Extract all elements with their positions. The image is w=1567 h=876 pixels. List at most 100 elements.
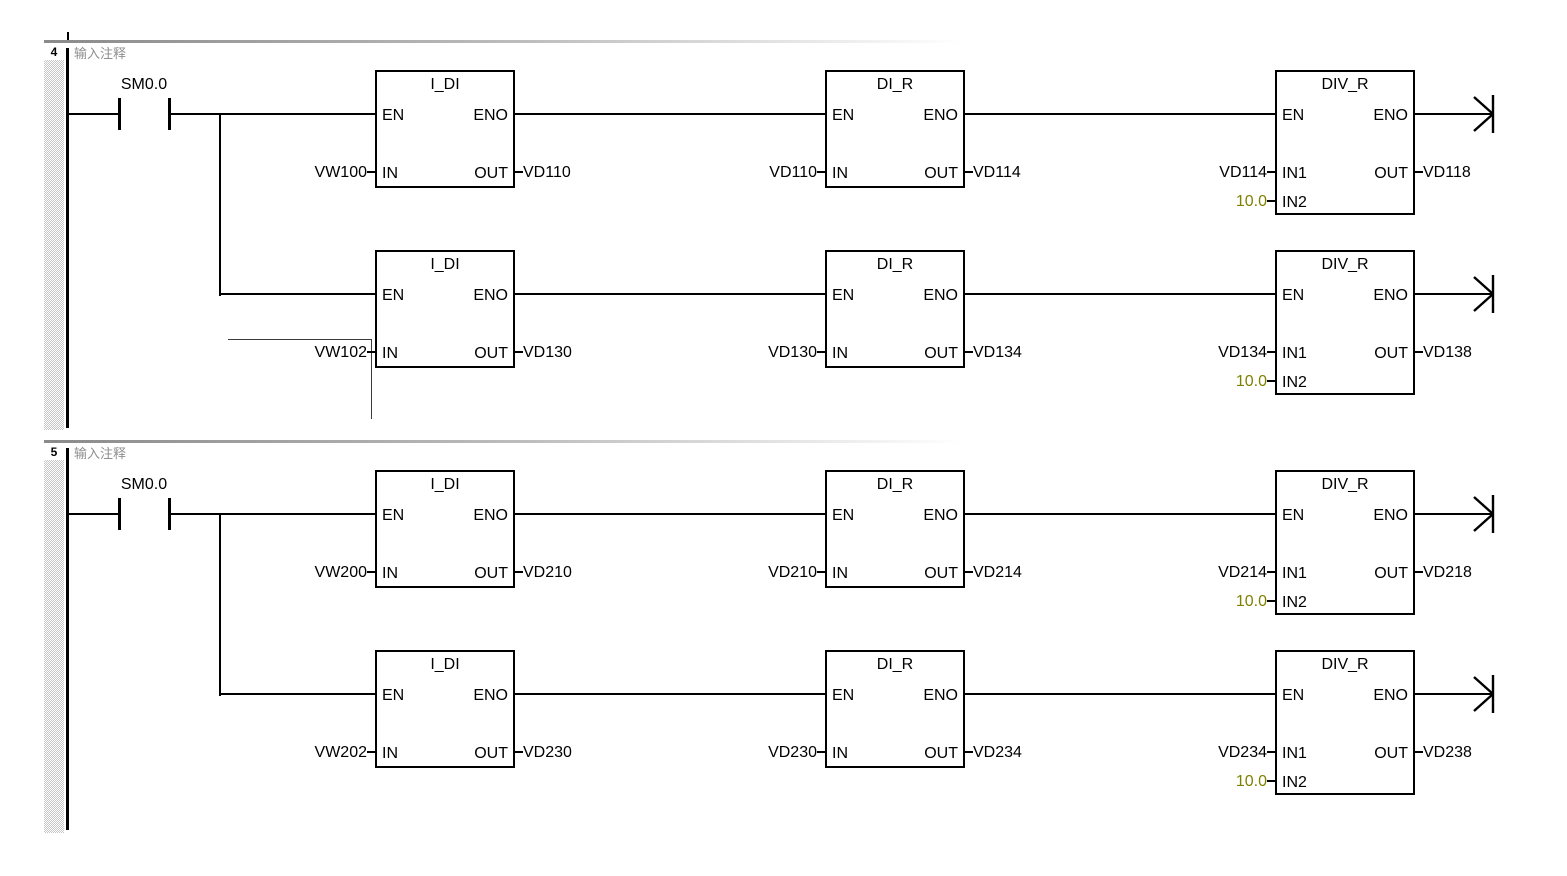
wire bbox=[219, 293, 377, 295]
operand-out[interactable]: VD210 bbox=[523, 564, 572, 581]
operand-in1[interactable]: VD134 bbox=[1218, 344, 1267, 361]
operand-in2-constant[interactable]: 10.0 bbox=[1235, 773, 1267, 790]
operand-in[interactable]: VW202 bbox=[314, 744, 367, 761]
network-number[interactable]: 5 bbox=[44, 444, 64, 460]
operand-out[interactable]: VD218 bbox=[1423, 564, 1472, 581]
pin-en: EN bbox=[832, 687, 855, 704]
network-number[interactable]: 4 bbox=[44, 44, 64, 60]
operand-out[interactable]: VD234 bbox=[973, 744, 1022, 761]
continuation-arrow-icon bbox=[1473, 675, 1495, 713]
network-comment[interactable]: 输入注释 bbox=[74, 446, 127, 461]
wire bbox=[1413, 693, 1494, 695]
operand-in[interactable]: VW100 bbox=[314, 164, 367, 181]
instruction-block-div-r[interactable]: DIV_R EN ENO IN1 OUT IN2 bbox=[1275, 470, 1415, 615]
pin-in: IN bbox=[382, 745, 398, 762]
normally-open-contact[interactable] bbox=[118, 498, 121, 530]
pin-eno: ENO bbox=[923, 287, 958, 304]
pin-out: OUT bbox=[924, 345, 958, 362]
operand-in[interactable]: VW102 bbox=[314, 344, 367, 361]
pin-in2: IN2 bbox=[1282, 194, 1307, 211]
instruction-block-i-di[interactable]: I_DI EN ENO IN OUT bbox=[375, 650, 515, 768]
instruction-block-di-r[interactable]: DI_R EN ENO IN OUT bbox=[825, 470, 965, 588]
pin-out: OUT bbox=[1374, 165, 1408, 182]
pin-in1: IN1 bbox=[1282, 345, 1307, 362]
pin-en: EN bbox=[832, 287, 855, 304]
pin-stub bbox=[515, 171, 523, 173]
pin-eno: ENO bbox=[923, 107, 958, 124]
pin-stub bbox=[817, 351, 825, 353]
pin-in: IN bbox=[832, 345, 848, 362]
instruction-block-div-r[interactable]: DIV_R EN ENO IN1 OUT IN2 bbox=[1275, 250, 1415, 395]
operand-in1[interactable]: VD234 bbox=[1218, 744, 1267, 761]
operand-out[interactable]: VD110 bbox=[523, 164, 571, 181]
operand-out[interactable]: VD230 bbox=[523, 744, 572, 761]
pin-stub bbox=[1267, 171, 1275, 173]
operand-in2-constant[interactable]: 10.0 bbox=[1235, 193, 1267, 210]
operand-in[interactable]: VD210 bbox=[768, 564, 817, 581]
pin-stub bbox=[367, 571, 375, 573]
operand-out[interactable]: VD118 bbox=[1423, 164, 1471, 181]
normally-open-contact[interactable] bbox=[168, 98, 171, 130]
operand-out[interactable]: VD214 bbox=[973, 564, 1022, 581]
block-title: DI_R bbox=[876, 76, 914, 93]
instruction-block-di-r[interactable]: DI_R EN ENO IN OUT bbox=[825, 70, 965, 188]
operand-out[interactable]: VD134 bbox=[973, 344, 1022, 361]
pin-in: IN bbox=[832, 745, 848, 762]
normally-open-contact[interactable] bbox=[168, 498, 171, 530]
pin-in2: IN2 bbox=[1282, 374, 1307, 391]
operand-in[interactable]: VD110 bbox=[769, 164, 817, 181]
wire bbox=[513, 293, 827, 295]
operand-in2-constant[interactable]: 10.0 bbox=[1235, 593, 1267, 610]
pin-stub bbox=[515, 751, 523, 753]
pin-stub bbox=[965, 751, 973, 753]
instruction-block-i-di[interactable]: I_DI EN ENO IN OUT bbox=[375, 250, 515, 368]
operand-in[interactable]: VD230 bbox=[768, 744, 817, 761]
continuation-arrow-icon bbox=[1473, 95, 1495, 133]
wire-branch bbox=[219, 513, 221, 696]
continuation-arrow-icon bbox=[1473, 495, 1495, 533]
pin-stub bbox=[367, 351, 375, 353]
pin-stub bbox=[1267, 351, 1275, 353]
contact-operand[interactable]: SM0.0 bbox=[120, 76, 168, 93]
pin-out: OUT bbox=[474, 165, 508, 182]
pin-stub bbox=[817, 171, 825, 173]
instruction-block-div-r[interactable]: DIV_R EN ENO IN1 OUT IN2 bbox=[1275, 70, 1415, 215]
operand-in2-constant[interactable]: 10.0 bbox=[1235, 373, 1267, 390]
pin-in1: IN1 bbox=[1282, 745, 1307, 762]
network-margin-strip[interactable] bbox=[44, 444, 64, 833]
pin-en: EN bbox=[1282, 107, 1305, 124]
block-title: I_DI bbox=[430, 656, 460, 673]
instruction-block-di-r[interactable]: DI_R EN ENO IN OUT bbox=[825, 250, 965, 368]
normally-open-contact[interactable] bbox=[118, 98, 121, 130]
pin-eno: ENO bbox=[1373, 507, 1408, 524]
operand-in1[interactable]: VD214 bbox=[1218, 564, 1267, 581]
pin-stub bbox=[367, 751, 375, 753]
operand-out[interactable]: VD238 bbox=[1423, 744, 1472, 761]
network-margin-strip[interactable] bbox=[44, 44, 64, 430]
pin-en: EN bbox=[382, 687, 405, 704]
contact-operand[interactable]: SM0.0 bbox=[120, 476, 168, 493]
instruction-block-i-di[interactable]: I_DI EN ENO IN OUT bbox=[375, 470, 515, 588]
pin-stub bbox=[1267, 571, 1275, 573]
instruction-block-di-r[interactable]: DI_R EN ENO IN OUT bbox=[825, 650, 965, 768]
pin-out: OUT bbox=[924, 165, 958, 182]
operand-out[interactable]: VD138 bbox=[1423, 344, 1472, 361]
network-comment[interactable]: 输入注释 bbox=[74, 46, 127, 61]
block-title: I_DI bbox=[430, 76, 460, 93]
block-title: I_DI bbox=[430, 256, 460, 273]
instruction-block-div-r[interactable]: DIV_R EN ENO IN1 OUT IN2 bbox=[1275, 650, 1415, 795]
instruction-block-i-di[interactable]: I_DI EN ENO IN OUT bbox=[375, 70, 515, 188]
pin-stub bbox=[965, 351, 973, 353]
wire bbox=[219, 693, 377, 695]
operand-out[interactable]: VD114 bbox=[973, 164, 1021, 181]
pin-out: OUT bbox=[474, 745, 508, 762]
operand-in1[interactable]: VD114 bbox=[1219, 164, 1267, 181]
operand-out[interactable]: VD130 bbox=[523, 344, 572, 361]
wire bbox=[963, 693, 1277, 695]
wire bbox=[67, 32, 69, 40]
operand-in[interactable]: VD130 bbox=[768, 344, 817, 361]
pin-eno: ENO bbox=[473, 287, 508, 304]
pin-eno: ENO bbox=[473, 507, 508, 524]
operand-in[interactable]: VW200 bbox=[314, 564, 367, 581]
